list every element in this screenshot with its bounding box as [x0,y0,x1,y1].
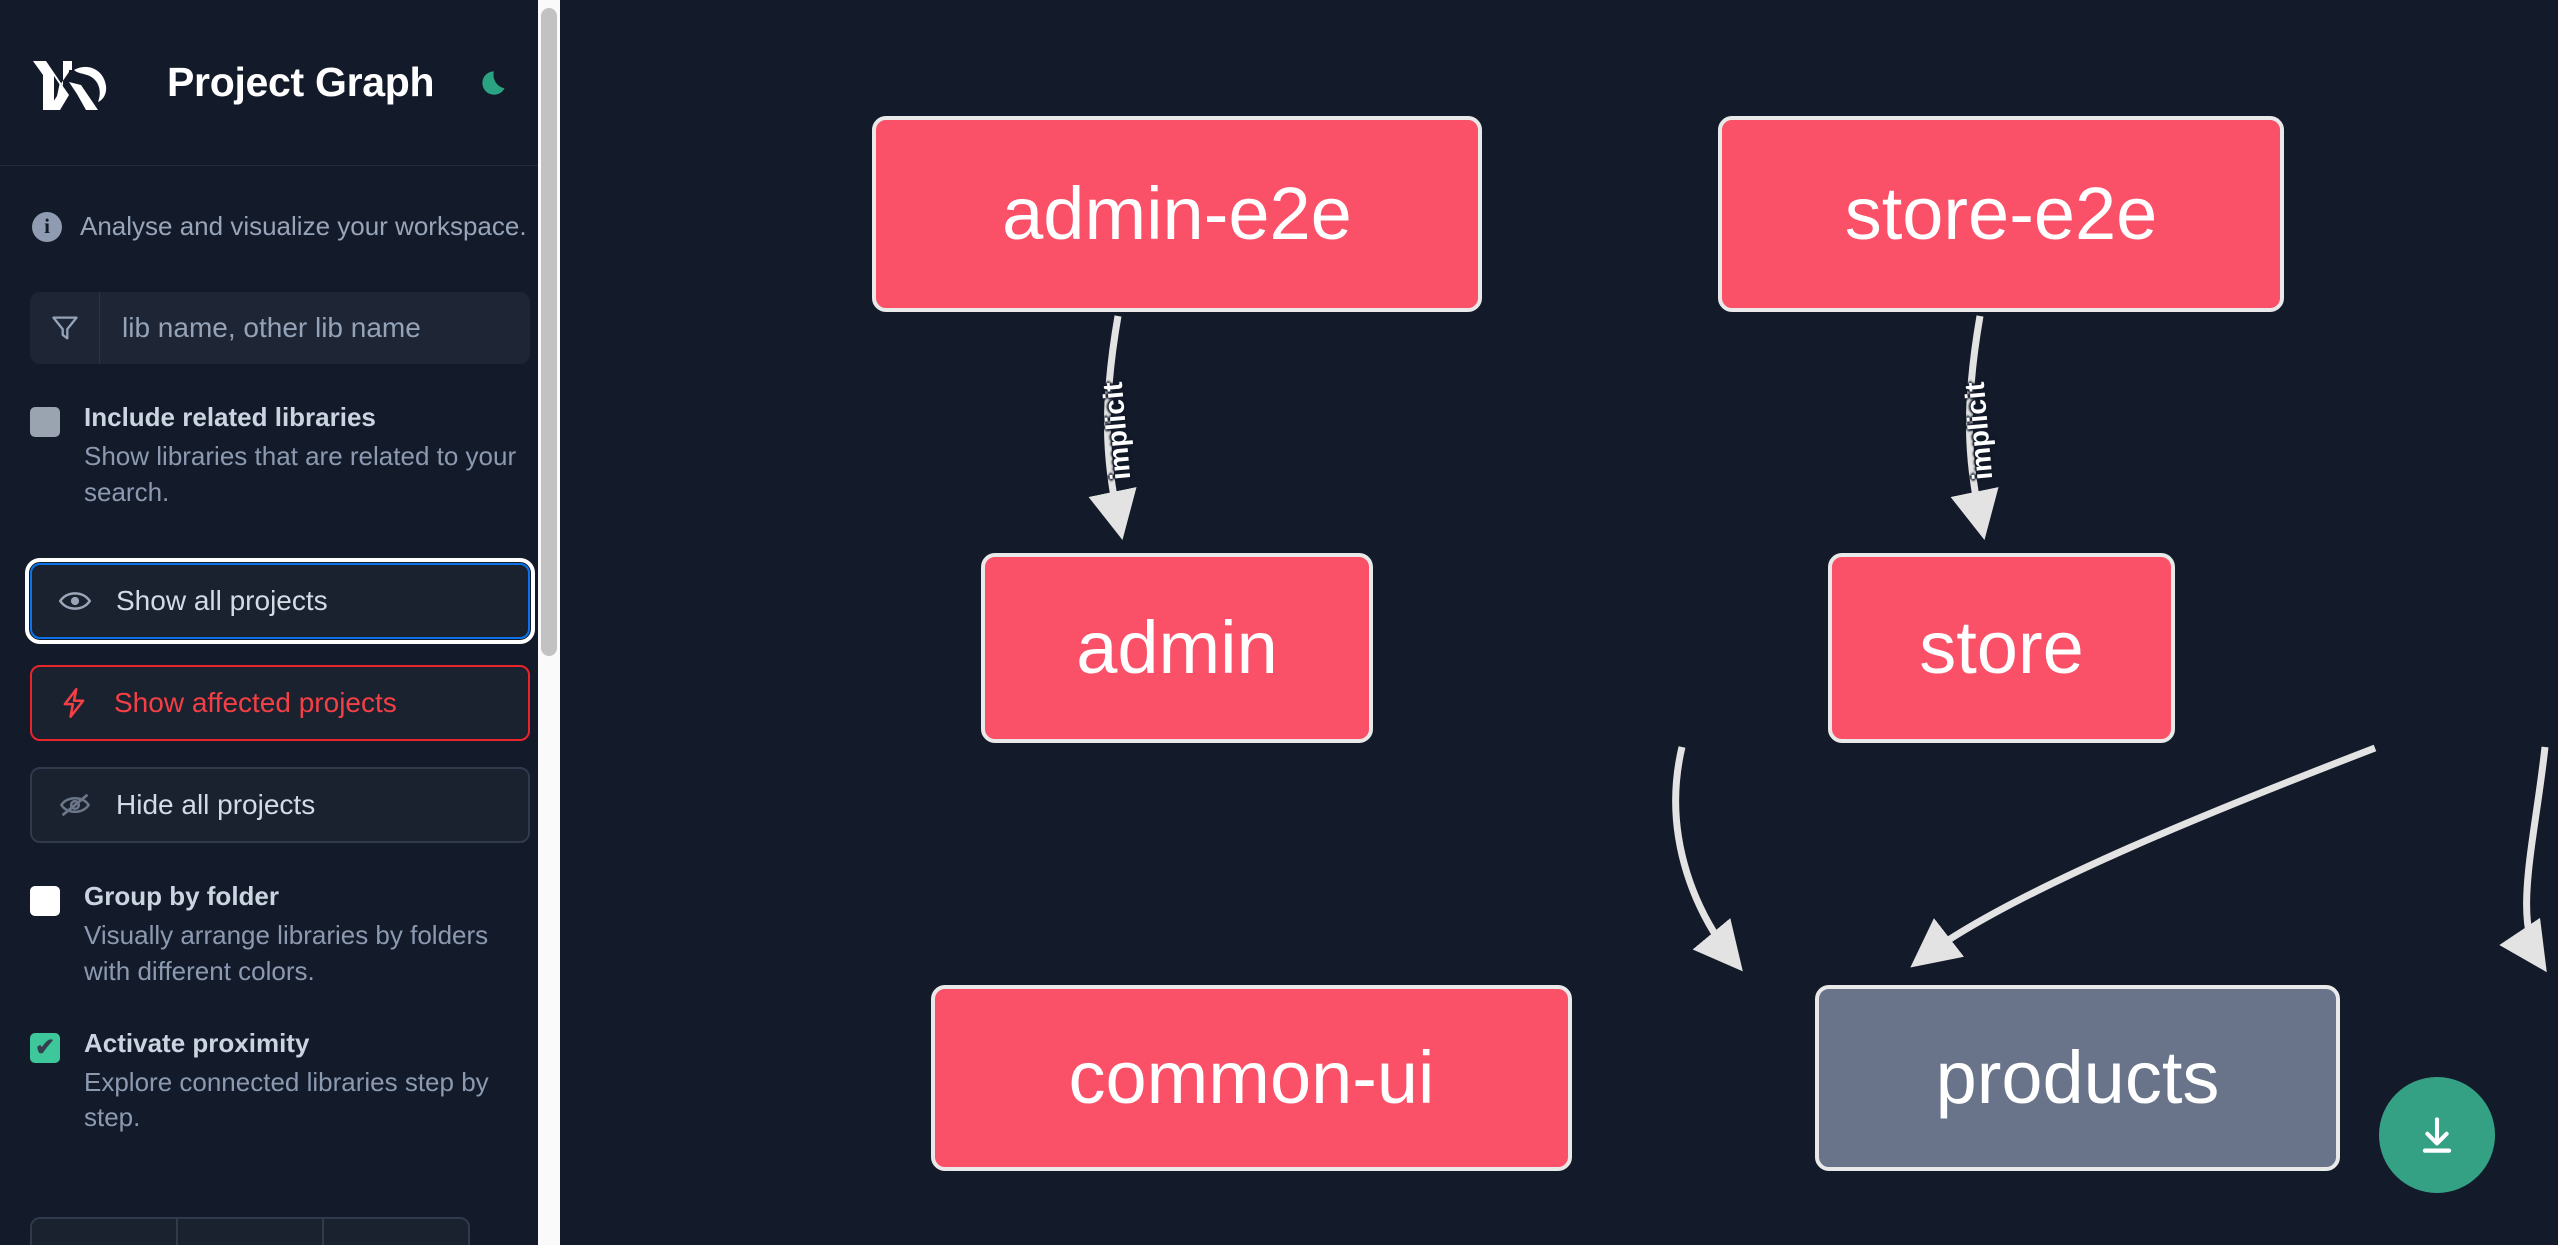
graph-node-label: common-ui [1068,1036,1435,1119]
show-all-projects-button[interactable]: Show all projects [25,557,535,644]
option-activate-proximity[interactable]: ✔ Activate proximity Explore connected l… [30,1028,530,1137]
show-all-projects-label: Show all projects [116,584,328,616]
info-icon: i [32,211,62,242]
option-texts: Activate proximity Explore connected lib… [84,1028,519,1137]
tagline-text: Analyse and visualize your workspace. [80,211,527,241]
download-icon [2422,1117,2452,1153]
show-affected-projects-label: Show affected projects [114,686,397,718]
edge-store-e2e-store [1950,315,1999,540]
group-by-folder-checkbox[interactable] [30,885,60,916]
graph-canvas[interactable]: admin-e2e store-e2e admin store common-u… [560,0,2558,1245]
lightning-icon [63,687,85,718]
segment-3[interactable] [324,1219,468,1245]
graph-edges [1088,315,2549,973]
segment-2[interactable] [178,1219,324,1245]
hide-all-projects-label: Hide all projects [116,788,316,820]
graph-node-label: admin [1076,606,1278,689]
option-texts: Include related libraries Show libraries… [84,402,519,511]
graph-node-store-e2e[interactable]: store-e2e [1718,116,2284,312]
hide-all-projects-button[interactable]: Hide all projects [30,766,530,843]
edge-admin-e2e-admin [1088,315,1137,540]
sidebar-scrollbar[interactable] [538,0,560,1245]
segment-1[interactable] [32,1219,178,1245]
sidebar-scrollbar-thumb[interactable] [541,8,557,656]
option-description: Visually arrange libraries by folders wi… [84,919,489,986]
search-input[interactable] [100,292,530,364]
sidebar-header: Project Graph [0,0,560,166]
download-image-button[interactable] [2379,1077,2495,1193]
sidebar-body: i Analyse and visualize your workspace. … [0,211,560,1245]
page-title: Project Graph [167,59,435,105]
include-related-libraries-checkbox[interactable] [30,407,60,437]
option-title: Group by folder [84,880,279,911]
nx-logo-icon [30,52,125,114]
eye-icon [58,591,92,610]
graph-node-products[interactable]: products [1815,985,2340,1171]
project-visibility-buttons: Show all projects Show affected projects… [25,557,535,843]
graph-node-store[interactable]: store [1828,553,2175,743]
moon-icon[interactable] [474,61,518,105]
filter-funnel-icon [30,292,100,364]
check-icon: ✔ [34,1033,56,1061]
eye-off-icon [59,793,91,817]
graph-node-admin-e2e[interactable]: admin-e2e [872,116,1482,312]
option-title: Include related libraries [84,402,376,432]
segmented-control-partial[interactable] [30,1217,470,1245]
option-texts: Group by folder Visually arrange librari… [84,881,519,990]
option-description: Explore connected libraries step by step… [84,1066,489,1133]
option-group-by-folder[interactable]: Group by folder Visually arrange librari… [30,881,530,990]
graph-node-label: store [1919,606,2084,689]
graph-node-label: store-e2e [1844,172,2158,255]
graph-node-common-ui[interactable]: common-ui [931,985,1572,1171]
sidebar: Project Graph i Analyse and visualize yo… [0,0,560,1245]
show-affected-projects-button[interactable]: Show affected projects [30,664,530,741]
graph-node-label: admin-e2e [1002,172,1352,255]
edge-store-products [2499,746,2549,973]
tagline: i Analyse and visualize your workspace. [32,211,530,242]
activate-proximity-checkbox[interactable]: ✔ [30,1032,60,1063]
option-title: Activate proximity [84,1027,310,1058]
search-box[interactable] [30,292,530,364]
edge-store-common-ui [1910,744,2377,968]
option-include-related-libraries[interactable]: Include related libraries Show libraries… [30,402,530,511]
edge-admin-common-ui [1672,746,1743,972]
option-description: Show libraries that are related to your … [84,441,517,507]
graph-node-label: products [1935,1036,2220,1119]
graph-node-admin[interactable]: admin [981,553,1373,743]
